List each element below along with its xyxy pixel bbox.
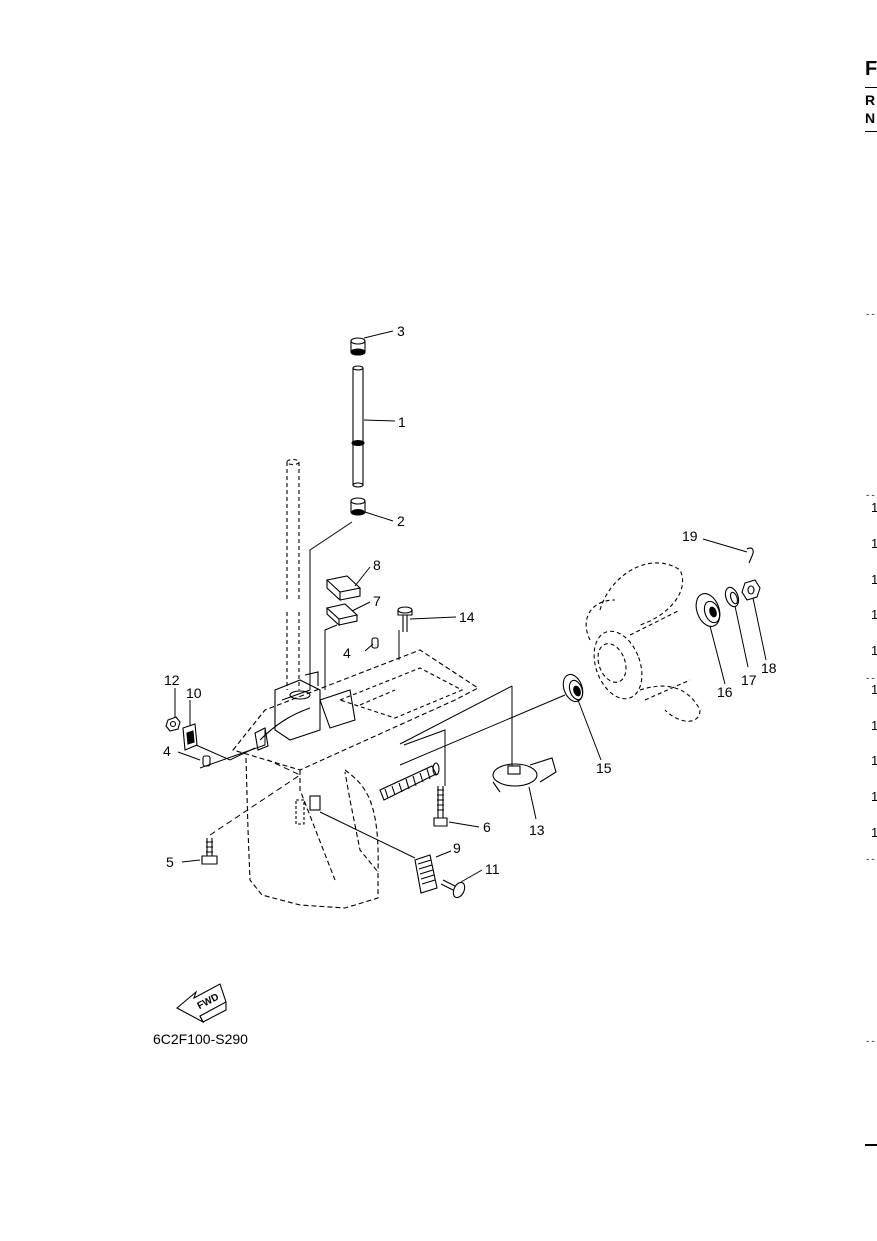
part-16-spacer [695, 593, 721, 627]
edge-letter-r: R [865, 92, 876, 108]
edge-dash: -- [865, 491, 876, 501]
edge-number: 1 [871, 789, 877, 804]
callout-2: 2 [397, 513, 405, 529]
edge-number: 1 [871, 607, 877, 622]
callout-15: 15 [596, 760, 612, 776]
callout-12: 12 [164, 672, 180, 688]
part-9-plate [414, 854, 438, 894]
part-14-bolt [397, 606, 413, 632]
part-3-grommet [350, 337, 366, 356]
callout-14: 14 [459, 609, 475, 625]
part-10-clip [182, 723, 198, 751]
callout-10: 10 [186, 685, 202, 701]
part-5-bolt [201, 838, 218, 865]
part-7-plate [325, 603, 359, 627]
callout-4-lower: 4 [163, 743, 171, 759]
driveshaft-ghost [286, 458, 300, 690]
edge-dash: -- [865, 855, 876, 865]
callout-11: 11 [485, 861, 500, 877]
fwd-arrow-icon [176, 983, 227, 1024]
part-6-bolt [433, 786, 448, 827]
part-4-dowel-upper [371, 637, 379, 649]
callout-3: 3 [397, 323, 405, 339]
callout-7: 7 [373, 593, 381, 609]
edge-rule [865, 87, 877, 88]
part-2-grommet [350, 497, 366, 516]
edge-number: 1 [871, 572, 877, 587]
edge-letter-n: N [865, 110, 876, 126]
edge-rule [865, 131, 877, 132]
edge-number: 1 [871, 643, 877, 658]
callout-1: 1 [398, 414, 406, 430]
part-19-cotter-pin [746, 547, 754, 564]
callout-16: 16 [717, 684, 733, 700]
callout-17: 17 [741, 672, 757, 688]
edge-number: 1 [871, 682, 877, 697]
edge-dash: -- [865, 1037, 876, 1047]
edge-dash: -- [865, 674, 876, 684]
part-8-seal [325, 575, 362, 602]
edge-number: 1 [871, 536, 877, 551]
diagram-code: 6C2F100-S290 [153, 1031, 248, 1047]
leader-lines [174, 330, 767, 883]
part-1-water-tube [351, 365, 365, 488]
edge-rule [865, 1144, 877, 1146]
callout-19: 19 [682, 528, 698, 544]
callout-8: 8 [373, 557, 381, 573]
part-13-trim-tab [492, 757, 557, 793]
callout-5: 5 [166, 854, 174, 870]
edge-number: 1 [871, 753, 877, 768]
part-11-screw [440, 879, 466, 899]
callout-9: 9 [453, 840, 461, 856]
callout-13: 13 [529, 822, 545, 838]
callout-labels: 3 1 2 8 7 14 4 12 10 4 5 6 9 11 13 15 16… [163, 323, 777, 1012]
edge-letter-f: F [865, 58, 877, 80]
callout-6: 6 [483, 819, 491, 835]
edge-number: 1 [871, 500, 877, 515]
edge-number: 1 [871, 718, 877, 733]
propeller-ghost [585, 562, 701, 722]
edge-number: 1 [871, 825, 877, 840]
propeller-shaft [379, 762, 440, 801]
part-18-nut [741, 579, 761, 601]
part-17-washer [724, 586, 740, 608]
part-12-nut [165, 716, 181, 732]
lower-casing-ghost [232, 649, 480, 909]
part-15-thrust-washer [562, 673, 584, 703]
edge-dash: -- [865, 310, 876, 320]
callout-18: 18 [761, 660, 777, 676]
callout-4-upper: 4 [343, 645, 351, 661]
